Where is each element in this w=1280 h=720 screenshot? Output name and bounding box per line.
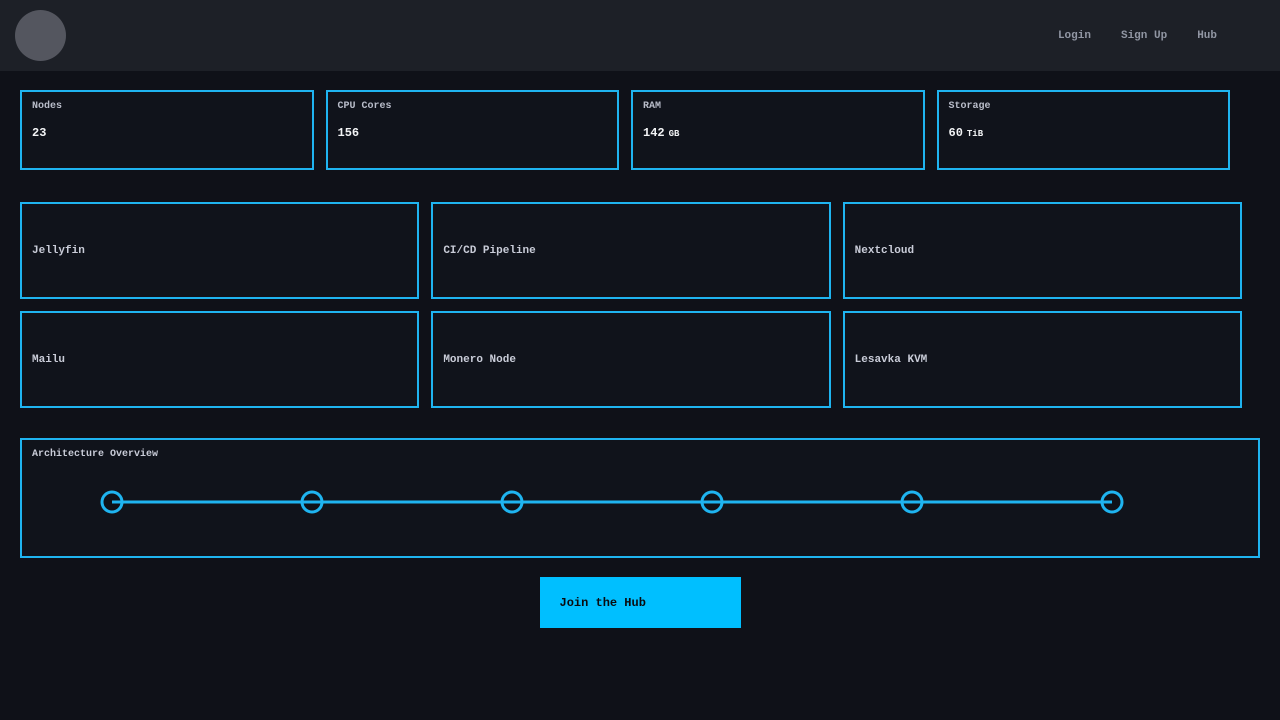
- architecture-panel: Architecture Overview: [20, 438, 1260, 558]
- service-title: Mailu: [32, 353, 66, 366]
- service-title: Monero Node: [443, 353, 516, 366]
- join-hub-label: Join the Hub: [559, 595, 646, 610]
- service-title: Nextcloud: [854, 244, 915, 257]
- architecture-diagram: [100, 490, 1124, 514]
- stat-value: 156: [337, 126, 360, 140]
- avatar[interactable]: [15, 10, 66, 61]
- stat-label: CPU Cores: [337, 101, 392, 112]
- service-card-lesavka-kvm[interactable]: Lesavka KVM: [842, 311, 1242, 408]
- services-grid: Jellyfin CI/CD Pipeline Nextcloud Mailu …: [20, 202, 1242, 408]
- architecture-title: Architecture Overview: [32, 449, 159, 460]
- stat-unit: GB: [668, 129, 680, 139]
- join-hub-button[interactable]: Join the Hub: [539, 577, 741, 628]
- stat-value: 23: [32, 126, 47, 140]
- service-card-cicd-pipeline[interactable]: CI/CD Pipeline: [431, 202, 831, 299]
- nav-link-signup[interactable]: Sign Up: [1120, 29, 1168, 42]
- stat-label: Storage: [948, 101, 991, 112]
- service-title: Lesavka KVM: [854, 353, 928, 366]
- stat-label: RAM: [643, 101, 662, 112]
- navbar: Login Sign Up Hub: [0, 0, 1280, 71]
- stat-unit: TiB: [966, 129, 984, 139]
- nav-link-hub[interactable]: Hub: [1197, 29, 1217, 42]
- nav-link-login[interactable]: Login: [1057, 29, 1091, 42]
- service-title: CI/CD Pipeline: [443, 244, 536, 257]
- stat-card-cpu-cores: CPU Cores 156: [325, 90, 619, 170]
- stat-card-nodes: Nodes 23: [20, 90, 314, 170]
- service-title: Jellyfin: [32, 244, 85, 257]
- service-card-jellyfin[interactable]: Jellyfin: [20, 202, 420, 299]
- nav-links: Login Sign Up Hub: [1058, 30, 1217, 42]
- service-card-monero-node[interactable]: Monero Node: [431, 311, 831, 408]
- service-card-nextcloud[interactable]: Nextcloud: [842, 202, 1242, 299]
- service-card-mailu[interactable]: Mailu: [20, 311, 420, 408]
- stat-label: Nodes: [32, 101, 63, 112]
